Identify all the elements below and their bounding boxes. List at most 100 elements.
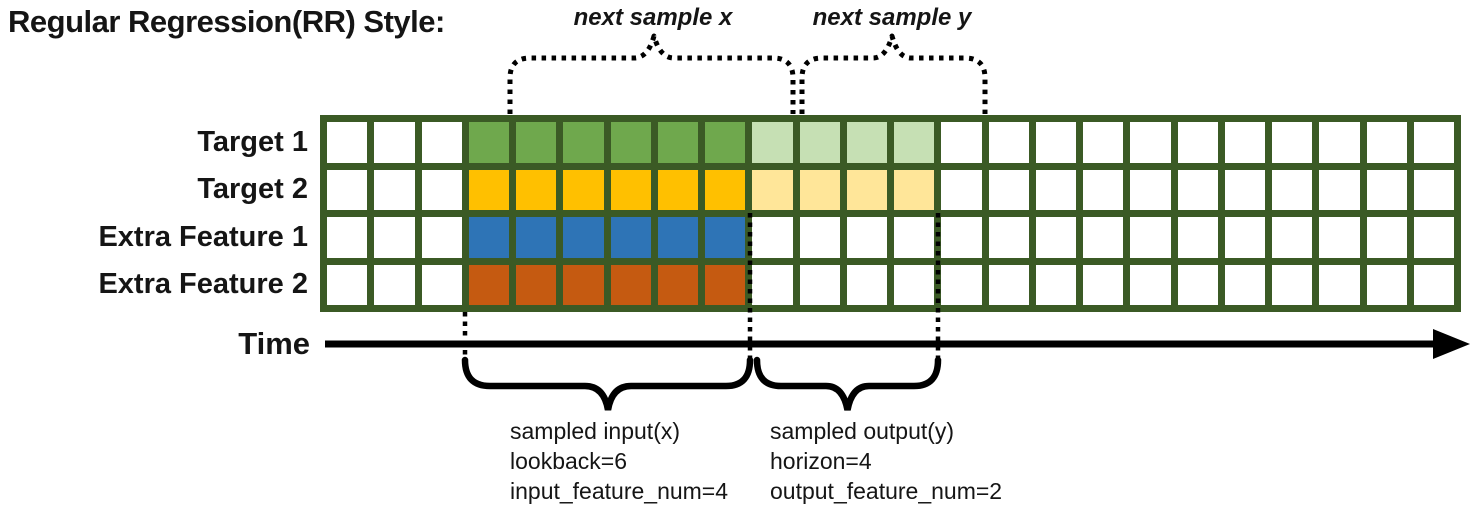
grid-cell <box>941 264 982 305</box>
grid-cell <box>468 217 509 258</box>
grid-cell <box>1035 122 1076 163</box>
grid-cell <box>1272 169 1313 210</box>
grid-cell <box>327 264 368 305</box>
input-annotation-feature-num: input_feature_num=4 <box>510 478 729 504</box>
grid-cell <box>941 217 982 258</box>
grid-cell <box>610 122 651 163</box>
grid-cell <box>1413 217 1454 258</box>
grid-cell <box>327 122 368 163</box>
grid-cell <box>1130 122 1171 163</box>
grid-cell <box>1272 122 1313 163</box>
grid-cell <box>988 217 1029 258</box>
grid-cell <box>1413 122 1454 163</box>
grid-cell <box>610 264 651 305</box>
grid-cell <box>799 264 840 305</box>
grid-cell <box>374 169 415 210</box>
grid-cell <box>1130 217 1171 258</box>
row-label-extra-feature-2: Extra Feature 2 <box>98 268 308 300</box>
input-annotation-title: sampled input(x) <box>510 418 681 444</box>
grid-cell <box>1224 169 1265 210</box>
grid-cell <box>941 169 982 210</box>
grid-cell <box>894 122 935 163</box>
grid-cell <box>1177 264 1218 305</box>
grid-cell <box>657 169 698 210</box>
grid-cell <box>846 122 887 163</box>
next-sample-y-brace <box>799 33 988 114</box>
grid-cell <box>988 169 1029 210</box>
grid-cell <box>1035 169 1076 210</box>
grid-cell <box>516 169 557 210</box>
row-label-target-1: Target 1 <box>197 126 308 158</box>
grid-cell <box>516 264 557 305</box>
grid-cell <box>705 264 746 305</box>
next-sample-y-label: next sample y <box>812 4 972 31</box>
grid-cell <box>846 169 887 210</box>
grid-cell <box>421 122 462 163</box>
grid-cell <box>988 264 1029 305</box>
grid-cell <box>846 264 887 305</box>
input-annotation: sampled input(x) lookback=6 input_featur… <box>510 416 728 506</box>
grid-cell <box>563 264 604 305</box>
grid-cell <box>1319 217 1360 258</box>
grid-cell <box>799 169 840 210</box>
grid-cell <box>1083 264 1124 305</box>
sample-grid <box>320 115 1461 312</box>
grid-cell <box>468 264 509 305</box>
grid-cell <box>1177 217 1218 258</box>
grid-cell <box>1319 264 1360 305</box>
grid-cell <box>705 122 746 163</box>
grid-cell <box>705 169 746 210</box>
grid-cell <box>1083 217 1124 258</box>
time-arrow-head <box>1433 329 1470 359</box>
grid-cell <box>468 169 509 210</box>
grid-cell <box>799 122 840 163</box>
grid-cell <box>894 217 935 258</box>
output-brace <box>753 356 942 411</box>
grid-cell <box>705 217 746 258</box>
grid-cell <box>610 169 651 210</box>
time-axis-label: Time <box>238 326 310 361</box>
grid-cell <box>752 122 793 163</box>
output-annotation-title: sampled output(y) <box>770 418 955 444</box>
grid-cell <box>1177 122 1218 163</box>
grid-cell <box>374 264 415 305</box>
grid-cell <box>327 169 368 210</box>
input-brace <box>461 356 754 411</box>
grid-cell <box>846 217 887 258</box>
row-label-target-2: Target 2 <box>197 173 308 205</box>
grid-cell <box>941 122 982 163</box>
grid-cell <box>374 217 415 258</box>
grid-cell <box>1083 169 1124 210</box>
grid-cell <box>657 264 698 305</box>
grid-cell <box>1413 264 1454 305</box>
grid-cell <box>374 122 415 163</box>
output-annotation-horizon: horizon=4 <box>770 448 872 474</box>
grid-cell <box>563 217 604 258</box>
grid-cell <box>1224 264 1265 305</box>
grid-cell <box>988 122 1029 163</box>
grid-cell <box>468 122 509 163</box>
input-annotation-lookback: lookback=6 <box>510 448 627 474</box>
grid-cell <box>421 264 462 305</box>
grid-cell <box>799 217 840 258</box>
grid-cell <box>421 169 462 210</box>
grid-cell <box>1177 169 1218 210</box>
grid-cell <box>421 217 462 258</box>
grid-cell <box>516 122 557 163</box>
output-annotation-feature-num: output_feature_num=2 <box>770 478 1003 504</box>
grid-cell <box>657 217 698 258</box>
grid-cell <box>1366 122 1407 163</box>
grid-cell <box>1272 217 1313 258</box>
grid-cell <box>1083 122 1124 163</box>
grid-cell <box>1413 169 1454 210</box>
grid-cell <box>752 169 793 210</box>
grid-cell <box>1366 217 1407 258</box>
grid-cell <box>894 169 935 210</box>
grid-cell <box>1130 169 1171 210</box>
grid-cell <box>752 264 793 305</box>
grid-cell <box>1319 169 1360 210</box>
row-label-extra-feature-1: Extra Feature 1 <box>98 221 308 253</box>
next-sample-x-label: next sample x <box>573 4 733 31</box>
grid-cell <box>563 169 604 210</box>
